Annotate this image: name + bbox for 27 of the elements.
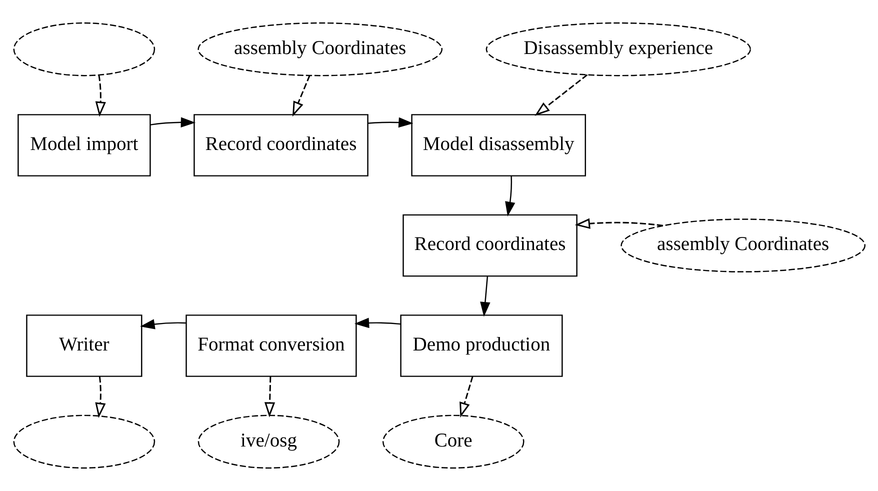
node-box: Record coordinates [402, 214, 577, 277]
arrow [94, 74, 106, 117]
arrow [150, 117, 196, 128]
arrow [264, 376, 275, 418]
node-box: Model disassembly [410, 114, 586, 176]
node-box: Model import [17, 114, 150, 176]
arrow [292, 75, 310, 117]
arrow [354, 318, 400, 328]
arrow [480, 276, 490, 317]
node-box: Format conversion [185, 314, 356, 377]
arrow [140, 319, 186, 330]
arrow [368, 117, 413, 128]
node-ellipse: assembly Coordinates [620, 218, 865, 272]
arrow [504, 176, 515, 216]
node-ellipse: assembly Coordinates [197, 22, 442, 76]
node-ellipse: Disassembly experience [485, 22, 750, 76]
node-ellipse [12, 414, 155, 469]
node-ellipse: Core [382, 414, 524, 469]
node-ellipse [12, 22, 155, 76]
node-box: Writer [26, 314, 142, 377]
arrow [534, 74, 588, 116]
node-ellipse: ive/osg [197, 414, 340, 469]
arrow [94, 376, 106, 418]
node-box: Record coordinates [193, 114, 368, 176]
node-box: Demo production [400, 314, 562, 377]
arrow [574, 218, 663, 229]
arrow [459, 376, 473, 418]
